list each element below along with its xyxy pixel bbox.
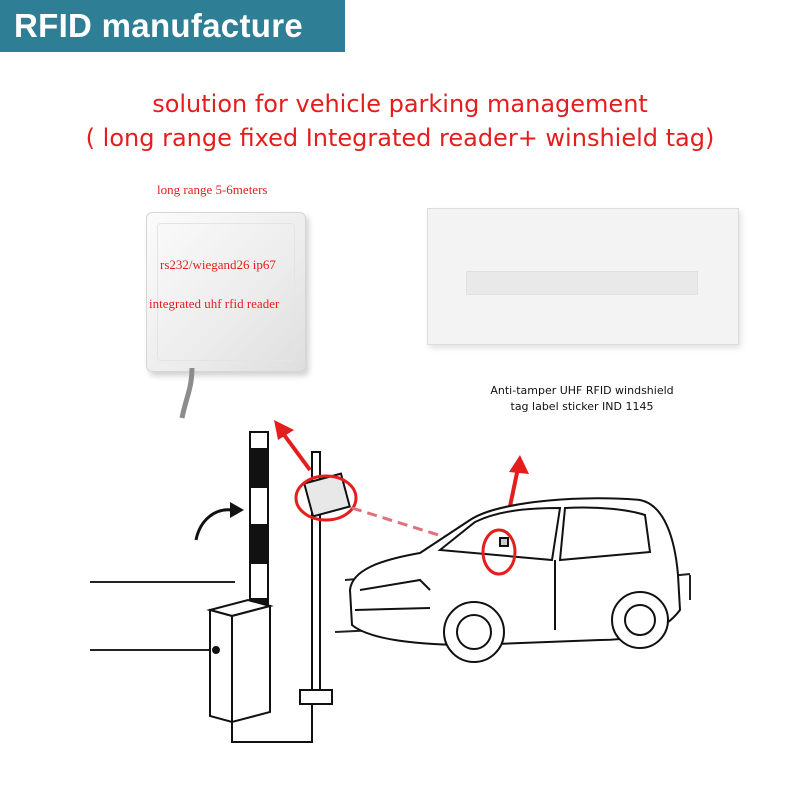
brand-banner: RFID manufacture [0, 0, 345, 52]
barrier-box [206, 598, 274, 724]
reader-panel [157, 223, 295, 361]
headline-line-1: solution for vehicle parking management [152, 90, 648, 118]
tag-caption-line-1: Anti-tamper UHF RFID windshield [490, 384, 674, 397]
reader-name-label: integrated uhf rfid reader [149, 296, 280, 311]
callout-arrow-reader [274, 420, 312, 472]
headline-line-2: ( long range fixed Integrated reader+ wi… [85, 124, 715, 152]
reader-interface-label: rs232/wiegand26 ip67 [160, 257, 276, 272]
rotation-arrow [194, 508, 233, 541]
signal-line [351, 506, 481, 550]
tag-caption-line-2: tag label sticker IND 1145 [510, 400, 654, 413]
car [348, 497, 682, 663]
reader-cable [179, 368, 195, 419]
reader-highlight [294, 474, 358, 522]
windshield-tag-image [427, 208, 739, 345]
tag-antenna-strip [466, 271, 698, 295]
banner-title: RFID manufacture [14, 7, 304, 44]
reader-range-label: long range 5-6meters [157, 182, 268, 197]
ground-wire [231, 704, 313, 743]
tag-highlight [481, 528, 517, 576]
reader-pole [299, 451, 351, 705]
reader-image [146, 212, 306, 372]
